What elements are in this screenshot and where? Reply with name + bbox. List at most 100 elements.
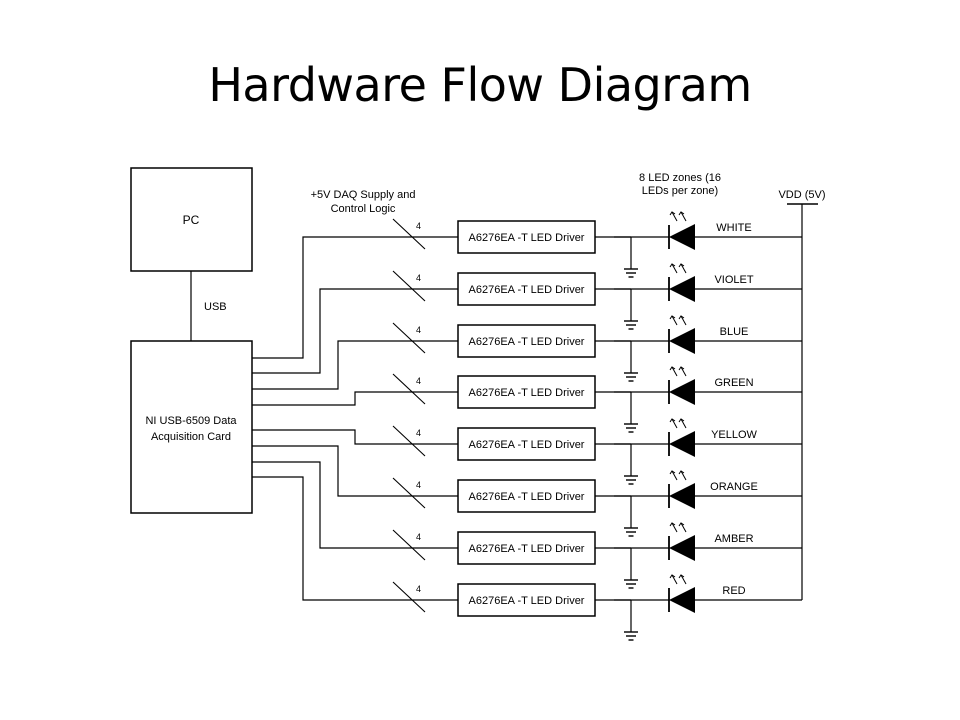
driver-label-green: A6276EA -T LED Driver xyxy=(469,387,585,399)
zone-label-amber: AMBER xyxy=(714,533,753,545)
bus-slash-red xyxy=(392,581,426,613)
driver-label-red: A6276EA -T LED Driver xyxy=(469,595,585,607)
bus-width-label-red: 4 xyxy=(416,584,421,594)
vdd-label: VDD (5V) xyxy=(778,189,825,201)
signal-wire-amber xyxy=(252,461,458,549)
led-arrowhead-violet-0 xyxy=(669,263,676,268)
led-diode-orange xyxy=(669,483,695,509)
bus-width-label-green: 4 xyxy=(416,376,421,386)
led-emission-green-0 xyxy=(671,366,678,377)
led-emission-yellow-0 xyxy=(671,418,678,429)
driver-box-white xyxy=(457,220,596,254)
led-arrowhead-orange-0 xyxy=(669,470,676,475)
slide-title: Hardware Flow Diagram xyxy=(208,58,752,112)
bus-width-label-amber: 4 xyxy=(416,532,421,542)
led-arrowhead-blue-0 xyxy=(669,315,676,320)
supply-label-line1: +5V DAQ Supply and xyxy=(311,189,416,201)
led-emission-violet-0 xyxy=(671,263,678,274)
zone-label-white: WHITE xyxy=(716,222,751,234)
led-arrowhead-orange-1 xyxy=(678,470,685,475)
led-diode-amber xyxy=(669,535,695,561)
bus-width-label-violet: 4 xyxy=(416,273,421,283)
bus-width-label-blue: 4 xyxy=(416,325,421,335)
signal-wire-violet xyxy=(252,288,458,374)
daq-card-box xyxy=(130,340,253,514)
led-arrowhead-violet-1 xyxy=(678,263,685,268)
led-emission-blue-1 xyxy=(680,315,687,326)
led-diode-violet xyxy=(669,276,695,302)
led-emission-orange-0 xyxy=(671,470,678,481)
driver-box-red xyxy=(457,583,596,617)
led-arrowhead-green-1 xyxy=(678,366,685,371)
pc-box xyxy=(130,167,253,272)
led-emission-amber-1 xyxy=(680,522,687,533)
led-diode-red xyxy=(669,587,695,613)
driver-label-orange: A6276EA -T LED Driver xyxy=(469,491,585,503)
driver-label-blue: A6276EA -T LED Driver xyxy=(469,336,585,348)
signal-wire-yellow xyxy=(252,429,458,445)
led-diode-white xyxy=(669,224,695,250)
led-emission-red-1 xyxy=(680,574,687,585)
driver-label-yellow: A6276EA -T LED Driver xyxy=(469,439,585,451)
led-arrowhead-yellow-1 xyxy=(678,418,685,423)
driver-box-violet xyxy=(457,272,596,306)
bus-slash-orange xyxy=(392,477,426,509)
led-zones-label-line1: 8 LED zones (16 xyxy=(639,172,721,184)
bus-width-label-orange: 4 xyxy=(416,480,421,490)
driver-label-amber: A6276EA -T LED Driver xyxy=(469,543,585,555)
supply-label-line2: Control Logic xyxy=(331,203,396,215)
daq-card-label-line1: NI USB-6509 Data xyxy=(145,415,237,427)
bus-width-label-white: 4 xyxy=(416,221,421,231)
bus-slash-white xyxy=(392,218,426,250)
zone-label-red: RED xyxy=(722,585,745,597)
led-diode-yellow xyxy=(669,431,695,457)
led-arrowhead-green-0 xyxy=(669,366,676,371)
led-diode-green xyxy=(669,379,695,405)
bus-slash-violet xyxy=(392,270,426,302)
driver-box-green xyxy=(457,375,596,409)
bus-slash-yellow xyxy=(392,425,426,457)
bus-slash-amber xyxy=(392,529,426,561)
led-arrowhead-blue-1 xyxy=(678,315,685,320)
led-emission-orange-1 xyxy=(680,470,687,481)
led-arrowhead-amber-0 xyxy=(669,522,676,527)
pc-label: PC xyxy=(183,213,200,227)
signal-wire-white xyxy=(252,236,458,359)
driver-box-orange xyxy=(457,479,596,513)
zone-label-blue: BLUE xyxy=(720,326,749,338)
led-emission-white-0 xyxy=(671,211,678,222)
led-arrowhead-red-1 xyxy=(678,574,685,579)
daq-card-label-line2: Acquisition Card xyxy=(151,431,231,443)
bus-width-label-yellow: 4 xyxy=(416,428,421,438)
bus-slash-blue xyxy=(392,322,426,354)
led-emission-white-1 xyxy=(680,211,687,222)
led-diode-blue xyxy=(669,328,695,354)
led-arrowhead-red-0 xyxy=(669,574,676,579)
led-emission-amber-0 xyxy=(671,522,678,533)
led-emission-yellow-1 xyxy=(680,418,687,429)
led-arrowhead-amber-1 xyxy=(678,522,685,527)
driver-label-white: A6276EA -T LED Driver xyxy=(469,232,585,244)
zone-label-violet: VIOLET xyxy=(714,274,753,286)
led-arrowhead-yellow-0 xyxy=(669,418,676,423)
driver-box-amber xyxy=(457,531,596,565)
led-arrowhead-white-1 xyxy=(678,211,685,216)
zone-label-orange: ORANGE xyxy=(710,481,758,493)
led-emission-violet-1 xyxy=(680,263,687,274)
signal-wire-orange xyxy=(252,445,458,497)
driver-label-violet: A6276EA -T LED Driver xyxy=(469,284,585,296)
led-emission-red-0 xyxy=(671,574,678,585)
led-arrowhead-white-0 xyxy=(669,211,676,216)
led-emission-blue-0 xyxy=(671,315,678,326)
usb-label: USB xyxy=(204,301,227,313)
zone-label-yellow: YELLOW xyxy=(711,429,757,441)
signal-wire-blue xyxy=(252,340,458,390)
zone-label-green: GREEN xyxy=(714,377,753,389)
led-emission-green-1 xyxy=(680,366,687,377)
signal-wire-red xyxy=(252,476,458,601)
bus-slash-green xyxy=(392,373,426,405)
led-zones-label-line2: LEDs per zone) xyxy=(642,185,718,197)
signal-wire-green xyxy=(252,391,458,406)
